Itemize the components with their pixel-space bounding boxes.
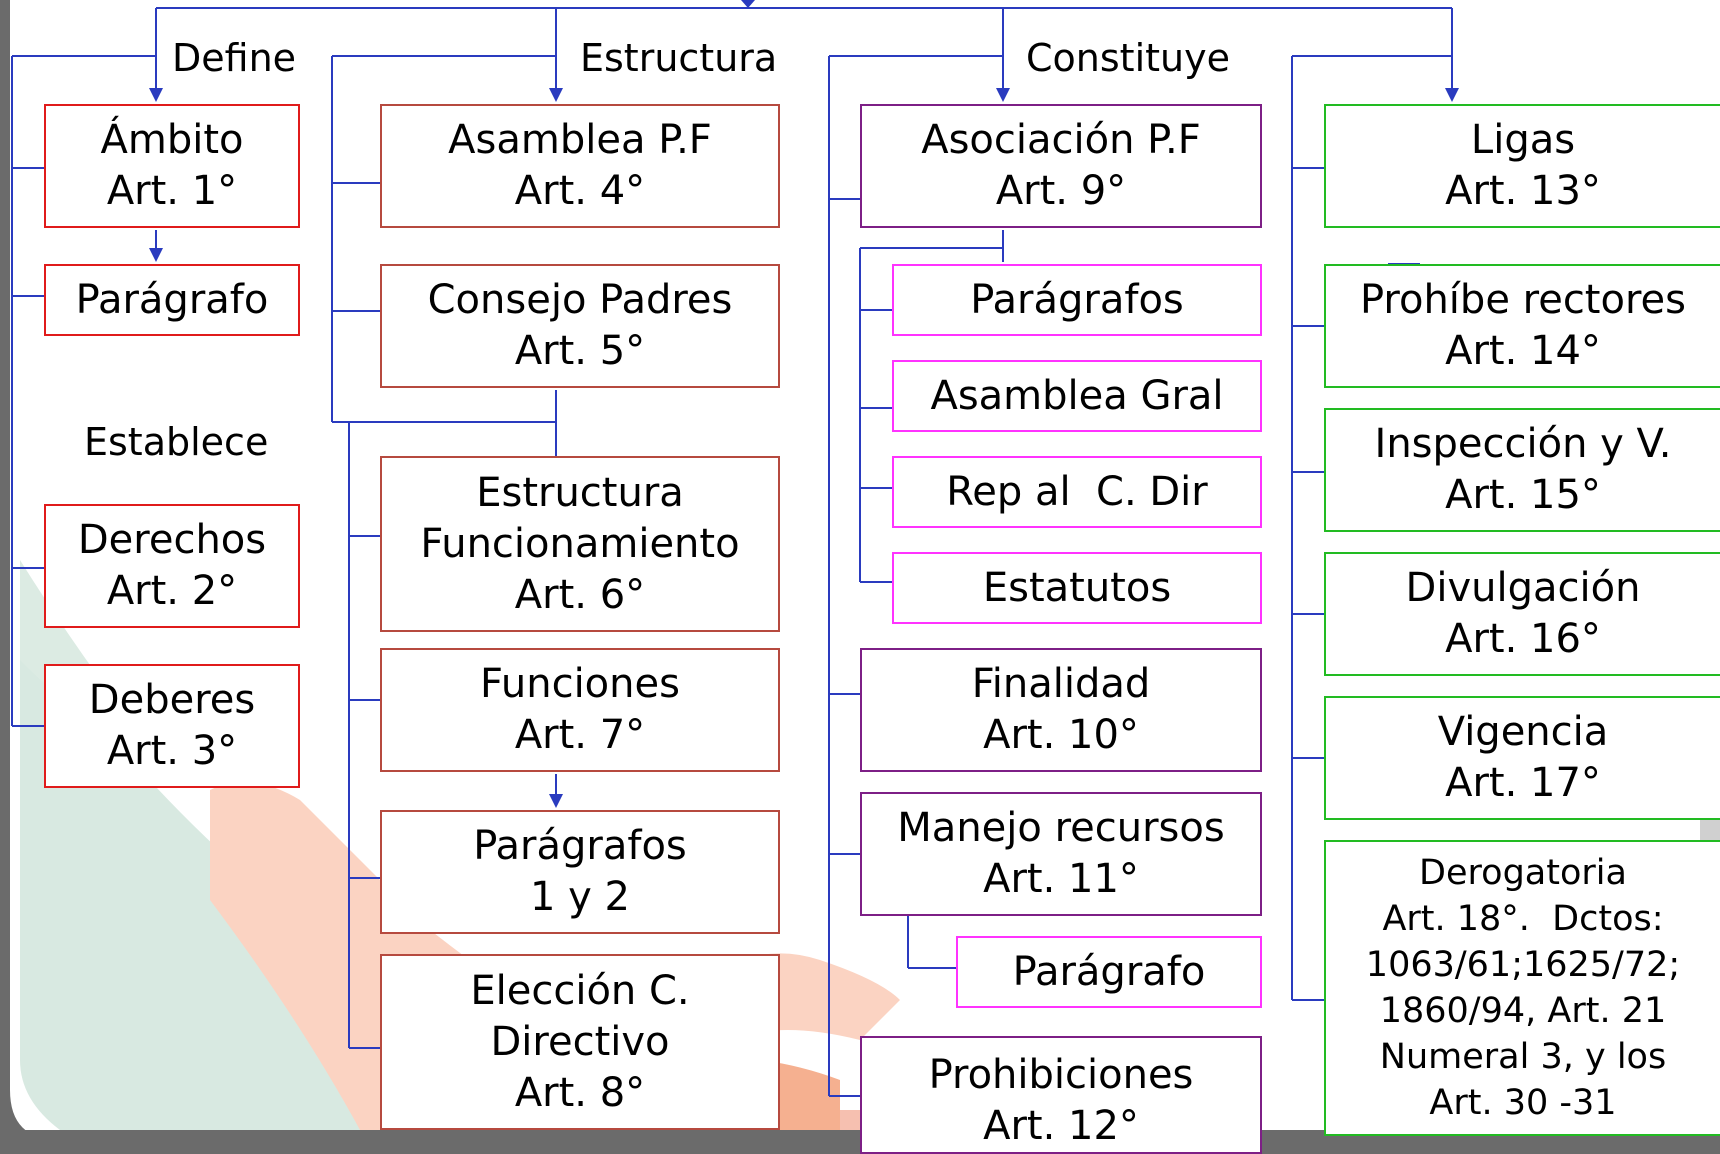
box-asamblea-pf: Asamblea P.F Art. 4° <box>380 104 780 228</box>
box-line: Art. 13° <box>1445 168 1601 214</box>
box-line: Art. 11° <box>983 856 1139 902</box>
box-asamblea-gral: Asamblea Gral <box>892 360 1262 432</box>
label-estructura: Estructura <box>580 36 778 80</box>
box-line: Numeral 3, y los <box>1379 1037 1667 1077</box>
box-line: Directivo <box>490 1018 670 1065</box>
box-line: Inspección y V. <box>1374 421 1672 467</box>
box-line: Derogatoria <box>1419 853 1627 893</box>
box-line: 1 y 2 <box>529 874 630 920</box>
box-derogatoria: Derogatoria Art. 18°. Dctos: 1063/61;162… <box>1324 840 1720 1136</box>
box-line: 1063/61;1625/72; <box>1365 945 1681 985</box>
box-line: Estructura <box>476 469 684 516</box>
box-line: Consejo Padres <box>427 277 733 323</box>
box-asociacion-pf: Asociación P.F Art. 9° <box>860 104 1262 228</box>
label-define: Define <box>172 36 297 80</box>
box-line: Derechos <box>77 517 267 563</box>
box-line: Asamblea P.F <box>448 117 712 163</box>
box-line: Ligas <box>1470 117 1576 163</box>
box-line: Ámbito <box>100 117 244 163</box>
box-paragrafos-1-y-2: Parágrafos 1 y 2 <box>380 810 780 934</box>
box-line: 1860/94, Art. 21 <box>1379 991 1667 1031</box>
box-line: Art. 8° <box>514 1069 646 1116</box>
box-line: Estatutos <box>982 564 1172 611</box>
box-line: Art. 15° <box>1445 472 1601 518</box>
box-rep-al-c-dir: Rep al C. Dir <box>892 456 1262 528</box>
box-line: Art. 10° <box>983 712 1139 758</box>
box-line: Art. 5° <box>514 328 646 374</box>
box-line: Parágrafos <box>970 276 1184 323</box>
box-line: Art. 16° <box>1445 616 1601 662</box>
box-line: Art. 7° <box>514 712 646 758</box>
box-line: Asociación P.F <box>921 117 1201 163</box>
box-line: Elección C. <box>470 967 690 1014</box>
label-establece: Establece <box>84 420 269 464</box>
box-paragrafos: Parágrafos <box>892 264 1262 336</box>
box-line: Art. 2° <box>106 568 238 614</box>
box-line: Art. 18°. Dctos: <box>1382 899 1664 939</box>
box-line: Prohíbe rectores <box>1360 277 1686 323</box>
box-line: Art. 14° <box>1445 328 1601 374</box>
box-line: Vigencia <box>1437 709 1609 755</box>
box-line: Manejo recursos <box>897 805 1225 851</box>
box-line: Funcionamiento <box>420 520 740 567</box>
box-paragrafo-art11: Parágrafo <box>956 936 1262 1008</box>
box-line: Prohibiciones <box>928 1052 1194 1098</box>
box-line: Art. 3° <box>106 728 238 774</box>
box-line: Art. 4° <box>514 168 646 214</box>
box-line: Rep al C. Dir <box>946 468 1208 515</box>
box-line: Art. 1° <box>106 168 238 214</box>
box-line: Parágrafo <box>1012 948 1206 995</box>
box-line: Finalidad <box>971 661 1151 707</box>
box-line: Art. 30 -31 <box>1429 1083 1617 1123</box>
box-inspeccion: Inspección y V. Art. 15° <box>1324 408 1720 532</box>
box-line: Parágrafo <box>75 276 269 323</box>
box-line: Divulgación <box>1405 565 1641 611</box>
box-line: Art. 6° <box>514 571 646 618</box>
box-paragrafo: Parágrafo <box>44 264 300 336</box>
box-line: Deberes <box>88 677 256 723</box>
box-line: Art. 9° <box>995 168 1127 214</box>
box-line: Asamblea Gral <box>930 372 1224 419</box>
label-constituye: Constituye <box>1026 36 1230 80</box>
box-line: Parágrafos <box>473 823 687 869</box>
box-line: Art. 17° <box>1445 760 1601 806</box>
box-estatutos: Estatutos <box>892 552 1262 624</box>
box-line: Art. 12° <box>983 1103 1139 1149</box>
box-line: Funciones <box>480 661 680 707</box>
